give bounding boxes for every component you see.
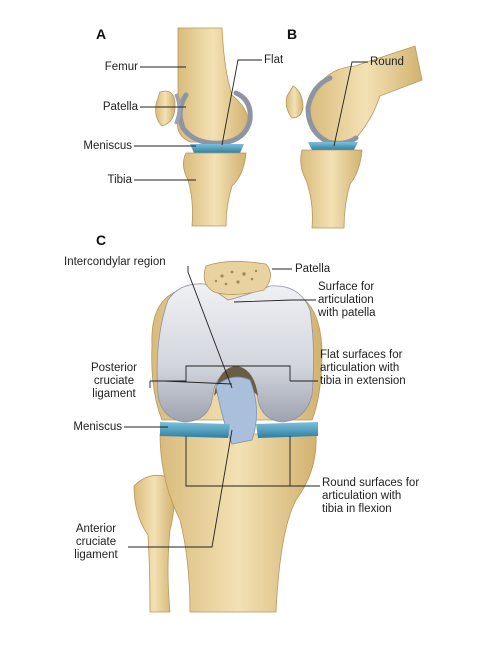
- label-meniscus-a: Meniscus: [83, 140, 132, 152]
- panel-a-drawing: [155, 27, 253, 227]
- label-flat-surfaces-line3: tibia in extension: [320, 375, 406, 387]
- label-anterior-line3: ligament: [74, 549, 118, 561]
- label-surface-patella-line3: with patella: [318, 307, 376, 319]
- femur-bone: [177, 27, 249, 143]
- meniscus-c-left: [160, 422, 230, 438]
- label-posterior-line3: ligament: [92, 388, 136, 400]
- leader-lines: [124, 59, 368, 548]
- label-anterior-line2: cruciate: [75, 536, 117, 548]
- label-intercondylar-region: Intercondylar region: [64, 256, 166, 268]
- meniscus-b: [308, 142, 358, 150]
- label-surface-patella-line2: articulation: [318, 294, 374, 306]
- panel-c-drawing: [133, 261, 323, 613]
- label-surface-patella-line1: Surface for: [318, 281, 375, 293]
- label-patella-a: Patella: [102, 101, 138, 113]
- label-round-surfaces-line2: articulation with: [322, 490, 402, 502]
- label-posterior-line2: cruciate: [93, 375, 135, 387]
- label-posterior-line1: Posterior: [90, 362, 138, 374]
- label-flat-surfaces: Flat surfaces for articulation with tibi…: [320, 349, 406, 388]
- fibula-bone: [133, 474, 175, 613]
- label-patella-c: Patella: [295, 263, 331, 275]
- panel-label-c: C: [96, 232, 107, 248]
- label-surface-patella: Surface for articulation with patella: [318, 281, 376, 320]
- label-tibia-a: Tibia: [107, 174, 133, 186]
- label-anterior-line1: Anterior: [75, 523, 117, 535]
- label-round-surfaces: Round surfaces for articulation with tib…: [322, 477, 419, 516]
- label-flat: Flat: [264, 54, 284, 66]
- tibia-bone-a: [183, 152, 247, 227]
- meniscus-a: [190, 144, 244, 153]
- label-round-surfaces-line3: tibia in flexion: [322, 503, 392, 515]
- tibia-bone-b: [300, 149, 363, 229]
- patella-bone-c: [203, 261, 271, 295]
- panel-label-a: A: [96, 26, 107, 42]
- label-anterior-cruciate: Anterior cruciate ligament: [64, 523, 128, 562]
- label-flat-surfaces-line1: Flat surfaces for: [320, 349, 403, 361]
- meniscus-c-right: [256, 422, 318, 438]
- label-flat-surfaces-line2: articulation with: [320, 362, 400, 374]
- patella-bone-b: [285, 85, 304, 119]
- label-round: Round: [370, 56, 404, 68]
- label-femur: Femur: [104, 61, 138, 73]
- panel-b-drawing: [285, 45, 423, 229]
- patella-bone-a: [155, 90, 176, 127]
- tibia-bone-c: [159, 433, 317, 613]
- label-meniscus-c: Meniscus: [73, 421, 122, 433]
- label-posterior-cruciate: Posterior cruciate ligament: [80, 362, 148, 401]
- label-round-surfaces-line1: Round surfaces for: [322, 477, 420, 489]
- femur-bone-b: [308, 45, 423, 142]
- panel-label-b: B: [287, 26, 298, 42]
